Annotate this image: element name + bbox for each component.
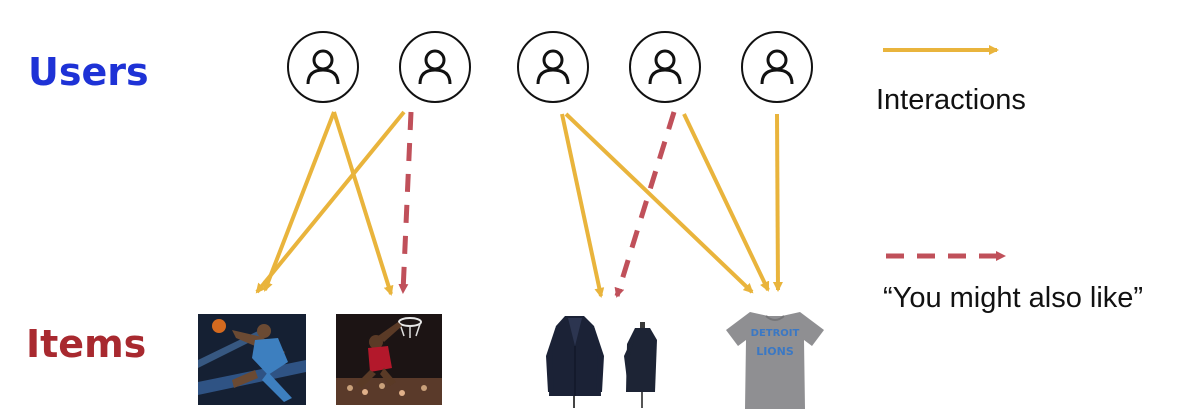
user-icon bbox=[418, 49, 452, 85]
interaction-arrow-user2-item1 bbox=[255, 110, 406, 294]
interaction-arrow-user3-item5 bbox=[564, 112, 754, 294]
user-1-node bbox=[287, 31, 359, 103]
user-3-node bbox=[517, 31, 589, 103]
user-icon bbox=[760, 49, 794, 85]
legend-interactions-label: Interactions bbox=[876, 84, 1026, 116]
item-basketball-player-1 bbox=[198, 314, 306, 405]
interaction-arrow-user5-item5 bbox=[772, 113, 783, 292]
tshirt-print-line2: LIONS bbox=[756, 345, 794, 358]
user-icon bbox=[648, 49, 682, 85]
interaction-arrow-user1-item1 bbox=[263, 111, 336, 292]
legend-recommendation-label: “You might also like” bbox=[883, 282, 1144, 314]
item-dark-blazer bbox=[546, 316, 604, 408]
interaction-arrow-user3-item3 bbox=[560, 113, 605, 298]
item-lions-tshirt: DETROIT LIONS bbox=[726, 312, 824, 409]
items-row-label: Items bbox=[26, 322, 147, 366]
user-2-node bbox=[399, 31, 471, 103]
interaction-arrow-user4-item5 bbox=[682, 113, 770, 292]
user-5-node bbox=[741, 31, 813, 103]
legend bbox=[883, 45, 1006, 261]
user-icon bbox=[306, 49, 340, 85]
tshirt-print-line1: DETROIT bbox=[751, 328, 800, 339]
users-row-label: Users bbox=[28, 50, 149, 94]
item-basketball-player-2 bbox=[336, 314, 442, 405]
user-icon bbox=[536, 49, 570, 85]
item-dark-top bbox=[624, 322, 657, 408]
interaction-arrow-user1-item2 bbox=[332, 111, 394, 296]
recommendation-arrow-user4-item3 bbox=[614, 111, 677, 298]
user-4-node bbox=[629, 31, 701, 103]
recommendation-arrow-user2-item2 bbox=[398, 111, 414, 294]
